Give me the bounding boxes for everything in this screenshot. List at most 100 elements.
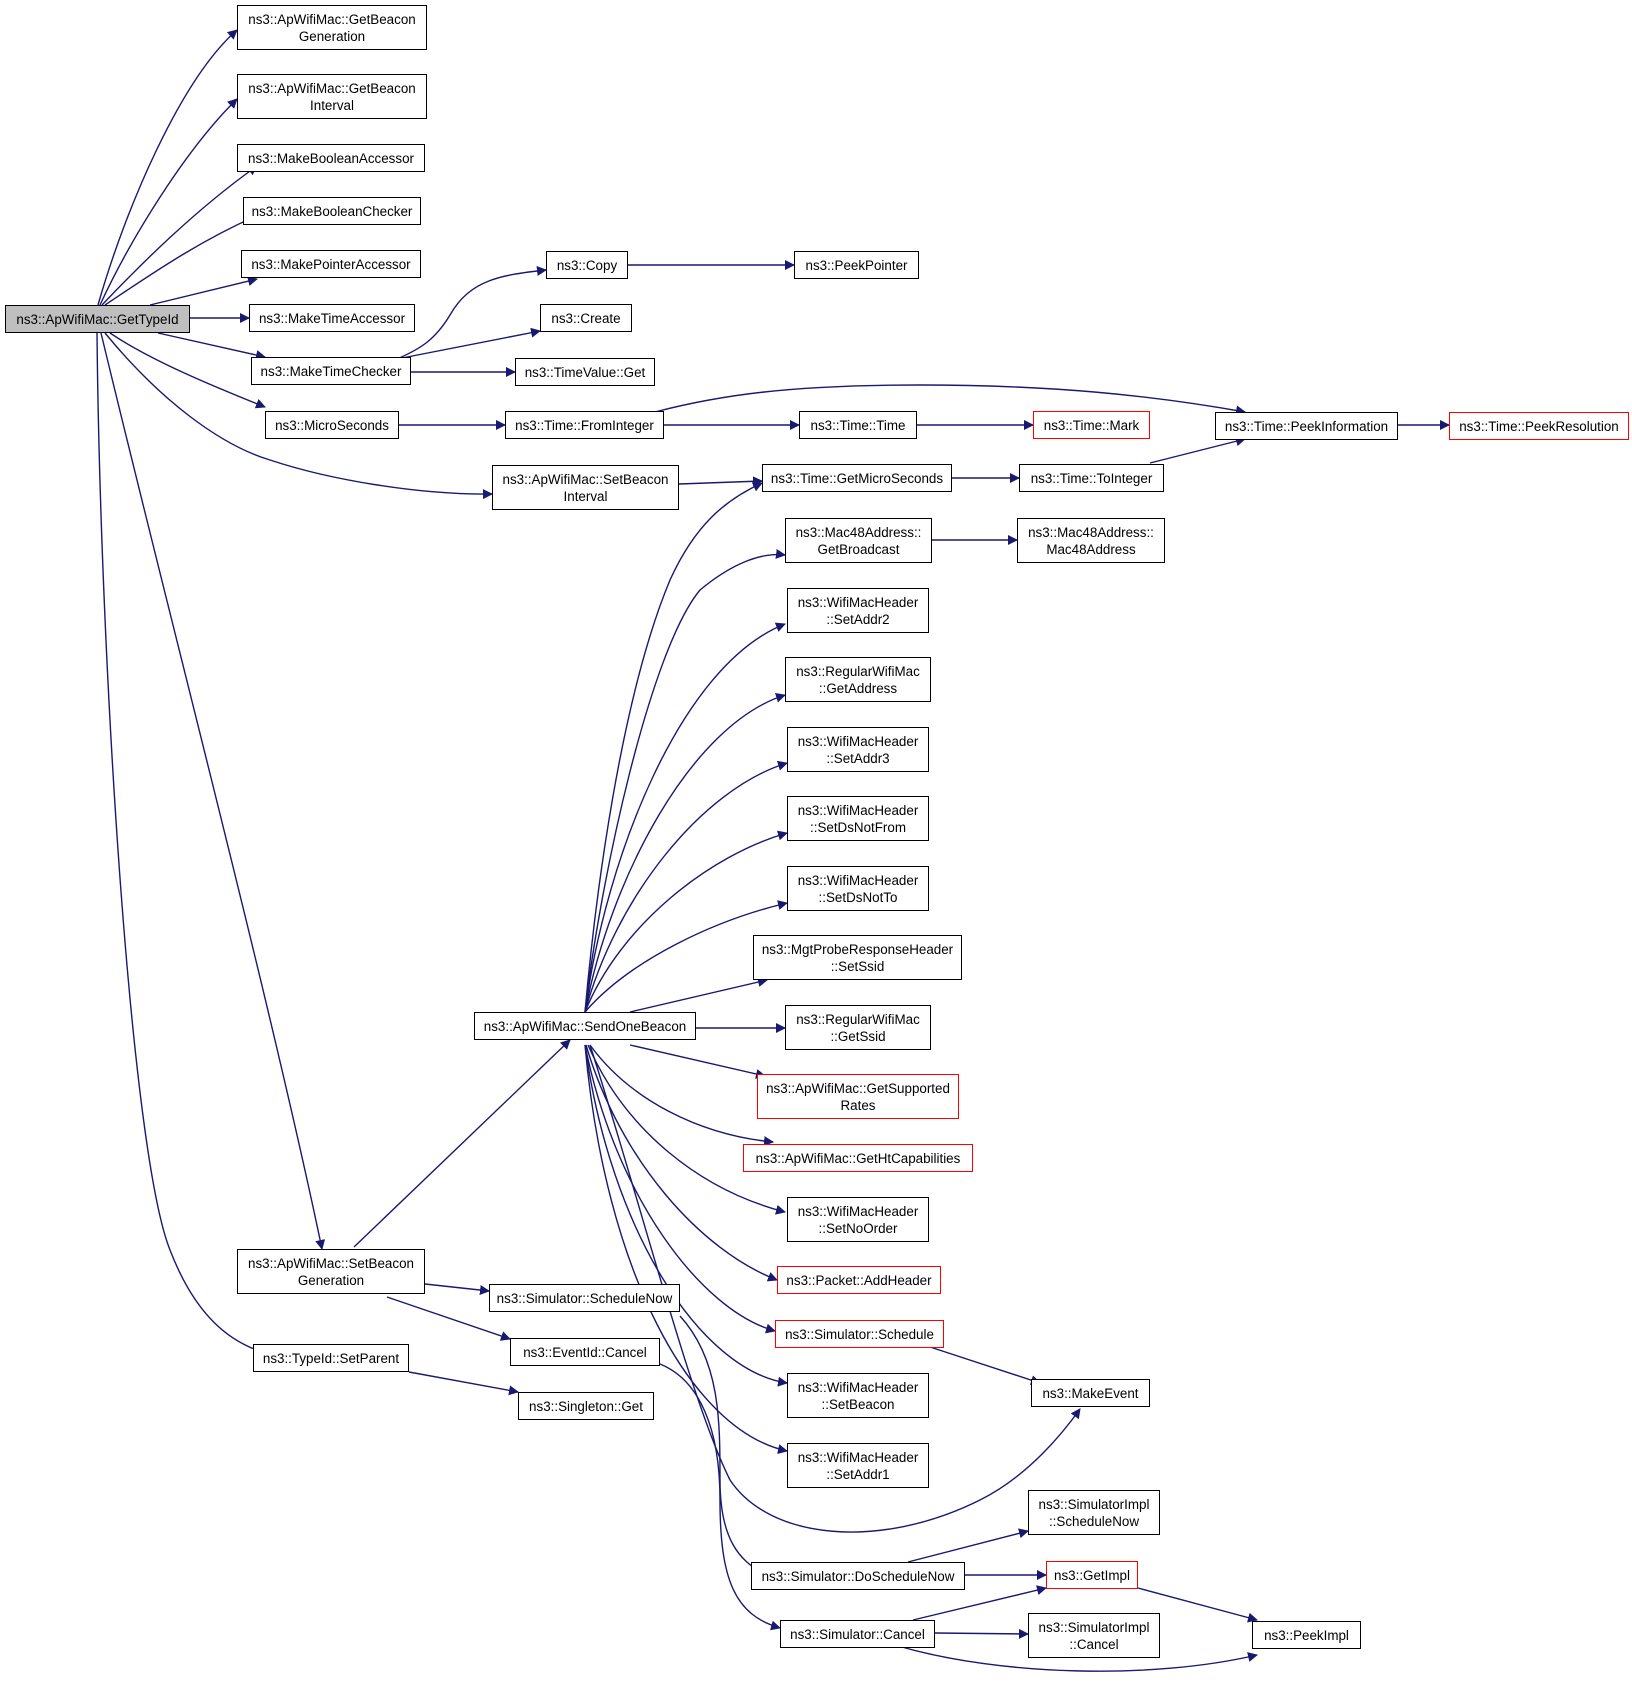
node-label: ns3::Time::PeekInformation — [1224, 418, 1389, 434]
node-getsupportedrates[interactable]: ns3::ApWifiMac::GetSupported Rates — [757, 1074, 959, 1119]
node-label: ns3::ApWifiMac::SetBeacon Generation — [248, 1255, 414, 1288]
node-label: ns3::Simulator::DoScheduleNow — [761, 1568, 955, 1584]
node-label: ns3::WifiMacHeader ::SetDsNotFrom — [797, 802, 919, 835]
edge-sendonebeacon-setdsnotto — [584, 900, 788, 1013]
node-mac48getbroadcast[interactable]: ns3::Mac48Address:: GetBroadcast — [785, 518, 932, 563]
edge-gettypeid-typeidsetparent — [96, 332, 274, 1358]
edge-sendonebeacon-getaddress — [584, 692, 786, 1013]
edge-sendonebeacon-setdsnotfrom — [584, 830, 788, 1013]
node-time-tointeger[interactable]: ns3::Time::ToInteger — [1019, 464, 1164, 492]
node-copy[interactable]: ns3::Copy — [546, 251, 628, 279]
edge-sendonebeacon-timegetmicroseconds — [584, 482, 763, 1013]
edge-sendonebeacon-setbeacon — [584, 1044, 788, 1387]
edge-eventidcancel-simulatorcancel — [659, 1363, 781, 1631]
node-label: ns3::MicroSeconds — [275, 417, 389, 433]
node-gettypeid: ns3::ApWifiMac::GetTypeId — [5, 305, 190, 333]
node-label: ns3::ApWifiMac::GetSupported Rates — [766, 1080, 950, 1113]
edge-doschedulenow-simimplschedulenow — [907, 1528, 1029, 1563]
node-label: ns3::Simulator::ScheduleNow — [496, 1290, 673, 1306]
node-mprh-setssid[interactable]: ns3::MgtProbeResponseHeader ::SetSsid — [753, 935, 962, 980]
node-simulator-cancel[interactable]: ns3::Simulator::Cancel — [780, 1620, 935, 1648]
edge-gettypeid-setbeacongeneration — [100, 332, 326, 1250]
node-rwm-getaddress[interactable]: ns3::RegularWifiMac ::GetAddress — [785, 657, 931, 702]
node-wmh-setdsnotfrom[interactable]: ns3::WifiMacHeader ::SetDsNotFrom — [787, 796, 929, 841]
node-label: ns3::Simulator::Cancel — [790, 1626, 925, 1642]
node-label: ns3::RegularWifiMac ::GetSsid — [796, 1011, 920, 1044]
node-setbeacongeneration[interactable]: ns3::ApWifiMac::SetBeacon Generation — [237, 1249, 425, 1294]
node-sendonebeacon[interactable]: ns3::ApWifiMac::SendOneBeacon — [474, 1012, 696, 1040]
node-label: ns3::WifiMacHeader ::SetNoOrder — [797, 1203, 919, 1236]
node-simulator-doschedulenow[interactable]: ns3::Simulator::DoScheduleNow — [751, 1562, 965, 1590]
node-simimpl-cancel[interactable]: ns3::SimulatorImpl ::Cancel — [1028, 1613, 1160, 1658]
edge-sendonebeacon-setnoorder — [587, 1044, 786, 1215]
edge-typeidsetparent-singletonget — [408, 1371, 519, 1396]
node-label: ns3::Mac48Address:: Mac48Address — [1028, 524, 1154, 557]
node-rwm-getssid[interactable]: ns3::RegularWifiMac ::GetSsid — [785, 1005, 931, 1050]
edge-maketimechecker-create — [396, 327, 541, 360]
edge-setbeaconinterval-timegetmicroseconds — [678, 476, 763, 487]
node-simulator-schedule[interactable]: ns3::Simulator::Schedule — [775, 1320, 944, 1348]
node-makepointeraccessor[interactable]: ns3::MakePointerAccessor — [241, 250, 421, 278]
node-makeevent[interactable]: ns3::MakeEvent — [1031, 1379, 1150, 1407]
node-getimpl[interactable]: ns3::GetImpl — [1046, 1561, 1138, 1589]
node-time-peekinformation[interactable]: ns3::Time::PeekInformation — [1215, 412, 1398, 440]
node-wmh-setnoorder[interactable]: ns3::WifiMacHeader ::SetNoOrder — [787, 1197, 929, 1242]
node-gethtcapabilities[interactable]: ns3::ApWifiMac::GetHtCapabilities — [743, 1144, 973, 1172]
node-label: ns3::ApWifiMac::GetHtCapabilities — [755, 1150, 961, 1166]
node-makebooleanaccessor[interactable]: ns3::MakeBooleanAccessor — [237, 144, 425, 172]
node-mac48address-ctor[interactable]: ns3::Mac48Address:: Mac48Address — [1017, 518, 1165, 563]
node-time-peekresolution[interactable]: ns3::Time::PeekResolution — [1449, 412, 1629, 440]
node-maketimeaccessor[interactable]: ns3::MakeTimeAccessor — [249, 304, 415, 332]
node-getbeaconinterval[interactable]: ns3::ApWifiMac::GetBeacon Interval — [237, 74, 427, 119]
node-create[interactable]: ns3::Create — [540, 304, 632, 332]
node-wmh-setaddr1[interactable]: ns3::WifiMacHeader ::SetAddr1 — [787, 1443, 929, 1488]
node-makebooleanchecker[interactable]: ns3::MakeBooleanChecker — [243, 197, 421, 225]
node-label: ns3::MgtProbeResponseHeader ::SetSsid — [761, 941, 954, 974]
node-setbeaconinterval[interactable]: ns3::ApWifiMac::SetBeacon Interval — [492, 465, 679, 510]
node-label: ns3::Time::GetMicroSeconds — [770, 470, 944, 486]
node-maketimechecker[interactable]: ns3::MakeTimeChecker — [251, 357, 411, 385]
edge-gettypeid-getbeaconinterval — [99, 98, 238, 306]
node-label: ns3::TimeValue::Get — [524, 364, 646, 380]
node-getbeacongeneration[interactable]: ns3::ApWifiMac::GetBeacon Generation — [237, 5, 427, 50]
node-label: ns3::Packet::AddHeader — [786, 1272, 932, 1288]
node-simimpl-schedulenow[interactable]: ns3::SimulatorImpl ::ScheduleNow — [1028, 1490, 1160, 1535]
node-timefrominteger[interactable]: ns3::Time::FromInteger — [505, 411, 664, 439]
node-peekimpl[interactable]: ns3::PeekImpl — [1252, 1621, 1361, 1649]
node-simulatorschedulenow[interactable]: ns3::Simulator::ScheduleNow — [489, 1284, 680, 1312]
node-label: ns3::WifiMacHeader ::SetAddr2 — [797, 594, 919, 627]
node-timetime[interactable]: ns3::Time::Time — [799, 411, 917, 439]
node-label: ns3::EventId::Cancel — [523, 1344, 647, 1360]
node-wmh-setaddr2[interactable]: ns3::WifiMacHeader ::SetAddr2 — [787, 588, 929, 633]
edge-sendonebeacon-setaddr1 — [584, 1044, 788, 1454]
node-label: ns3::PeekPointer — [805, 257, 908, 273]
edge-maketimechecker-copy — [396, 266, 547, 360]
node-label: ns3::WifiMacHeader ::SetAddr1 — [797, 1449, 919, 1482]
edge-simulatorcancel-getimpl — [912, 1585, 1047, 1621]
node-label: ns3::Copy — [556, 257, 618, 273]
edge-setbeacongeneration-simulatorschedulenow — [424, 1283, 490, 1295]
node-label: ns3::Time::Time — [810, 417, 906, 433]
node-packet-addheader[interactable]: ns3::Packet::AddHeader — [777, 1266, 941, 1294]
edge-gettypeid-makebooleanchecker — [104, 211, 264, 306]
node-timegetmicroseconds[interactable]: ns3::Time::GetMicroSeconds — [762, 464, 952, 492]
node-wmh-setbeacon[interactable]: ns3::WifiMacHeader ::SetBeacon — [787, 1373, 929, 1418]
node-microseconds[interactable]: ns3::MicroSeconds — [265, 411, 399, 439]
node-peekpointer[interactable]: ns3::PeekPointer — [794, 251, 919, 279]
node-time-mark[interactable]: ns3::Time::Mark — [1033, 411, 1150, 439]
edge-gettypeid-makebooleanaccessor — [101, 165, 258, 306]
node-wmh-setaddr3[interactable]: ns3::WifiMacHeader ::SetAddr3 — [787, 727, 929, 772]
node-label: ns3::TypeId::SetParent — [262, 1350, 400, 1366]
edge-sendonebeacon-getsupportedrates — [629, 1044, 766, 1079]
node-label: ns3::Create — [551, 310, 621, 326]
node-label: ns3::RegularWifiMac ::GetAddress — [796, 663, 920, 696]
node-wmh-setdsnotto[interactable]: ns3::WifiMacHeader ::SetDsNotTo — [787, 866, 929, 911]
node-typeidsetparent[interactable]: ns3::TypeId::SetParent — [253, 1344, 409, 1372]
node-label: ns3::Singleton::Get — [529, 1398, 643, 1414]
node-singletonget[interactable]: ns3::Singleton::Get — [518, 1392, 654, 1420]
edge-sendonebeacon-setaddr3 — [584, 760, 788, 1013]
node-timevalueget[interactable]: ns3::TimeValue::Get — [515, 358, 655, 386]
node-eventidcancel[interactable]: ns3::EventId::Cancel — [510, 1338, 660, 1366]
edge-timetointeger-timepeekinformation — [1149, 436, 1246, 464]
